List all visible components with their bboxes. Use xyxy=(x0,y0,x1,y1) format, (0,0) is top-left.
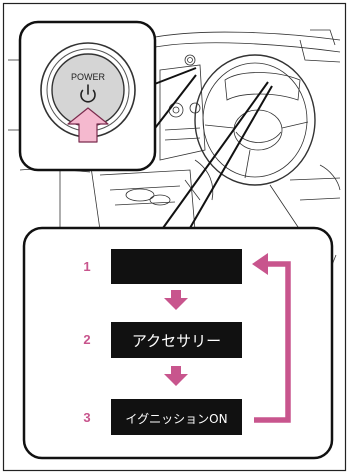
down-arrow-icon xyxy=(164,290,188,310)
mode-label-2: アクセサリー xyxy=(132,332,221,350)
mode-box-ignition xyxy=(111,399,242,435)
mode-panel: 1 2 アクセサリー 3 イグニッションON xyxy=(22,226,334,460)
return-arrow xyxy=(252,253,291,423)
dashboard-illustration xyxy=(8,29,341,271)
press-arrow-icon xyxy=(67,107,109,143)
power-icon xyxy=(80,84,96,103)
mode-number-2: 2 xyxy=(83,332,90,347)
mode-box-off xyxy=(111,249,242,284)
mode-label-3: イグニッションON xyxy=(125,412,227,426)
down-arrow-icon xyxy=(164,366,188,386)
mode-number-1: 1 xyxy=(83,259,90,274)
power-button-inset: POWER xyxy=(18,20,157,172)
mode-number-3: 3 xyxy=(83,410,90,425)
mode-box-accessory xyxy=(111,322,242,358)
callout-lines xyxy=(151,67,273,229)
power-button-label: POWER xyxy=(71,72,106,82)
